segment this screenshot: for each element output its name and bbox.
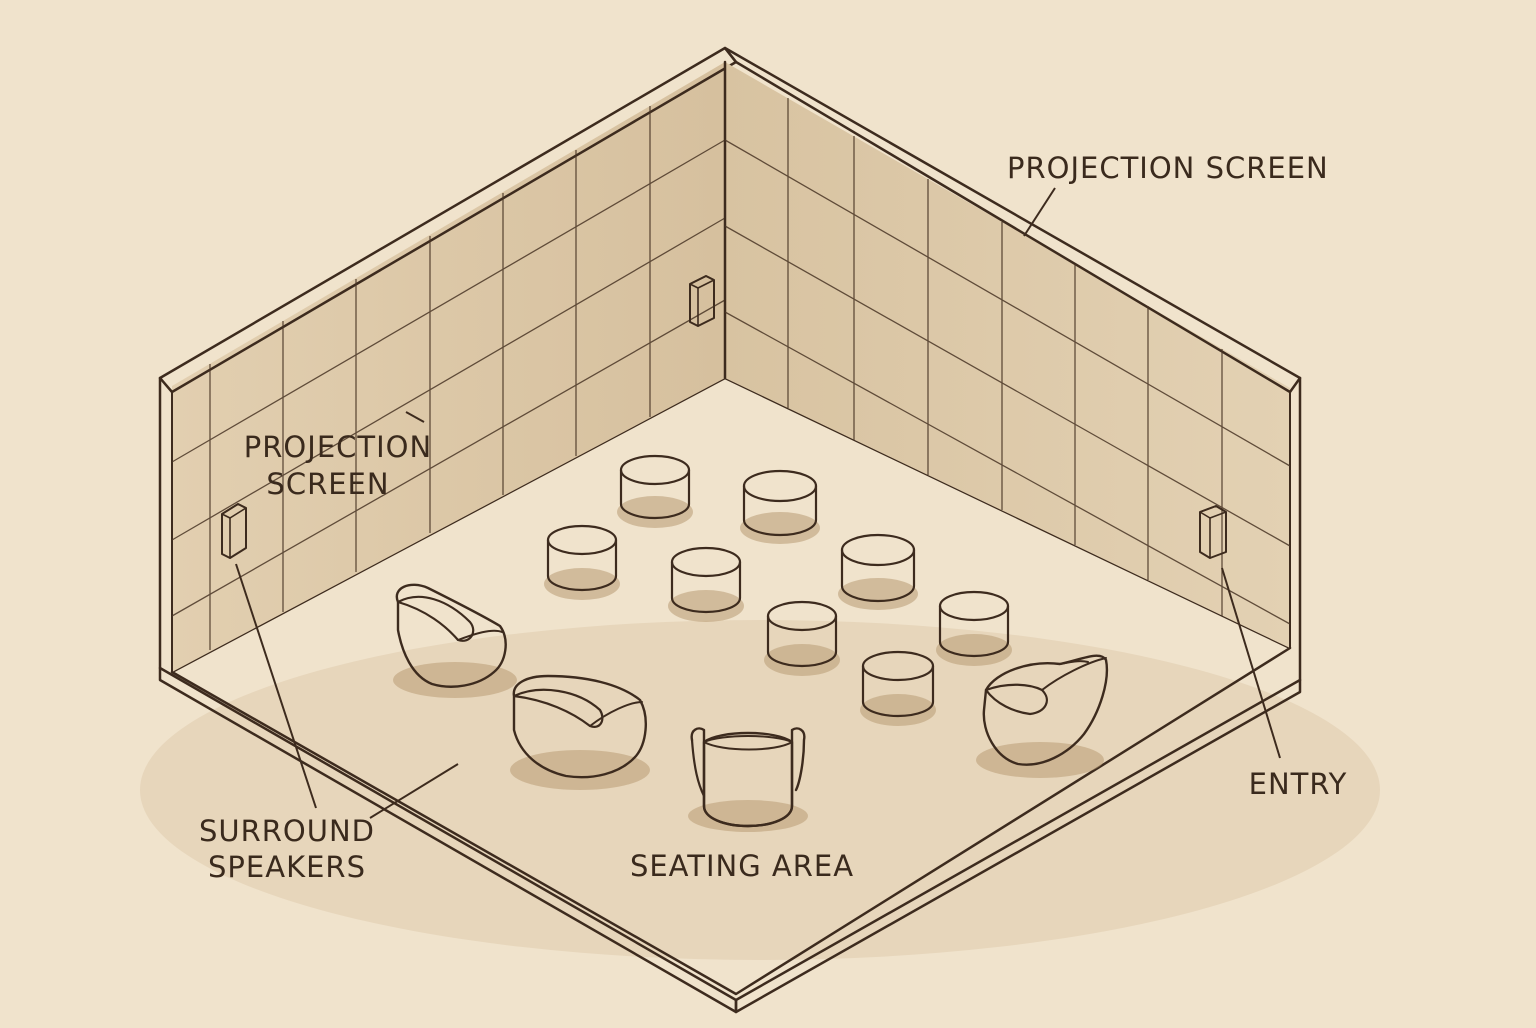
armchair <box>688 727 808 832</box>
ottomans <box>544 454 1012 726</box>
armchair <box>510 674 650 790</box>
ottoman <box>668 546 744 622</box>
leader-lines <box>235 187 1281 819</box>
right-wall-surface <box>725 62 1290 648</box>
ottoman <box>617 454 693 528</box>
label-projection-screen-left-line1: PROJECTION <box>244 430 432 464</box>
ottoman <box>740 469 820 544</box>
label-seating-area: SEATING AREA <box>630 849 854 883</box>
ottoman <box>764 600 840 676</box>
leader-projection-screen-left <box>405 411 425 423</box>
armchair <box>976 654 1108 778</box>
leader-entry <box>1221 567 1281 759</box>
ground-shadow <box>140 620 1380 960</box>
label-surround-speakers-line1: SURROUND <box>199 814 375 848</box>
label-projection-screen-right: PROJECTION SCREEN <box>1007 151 1329 185</box>
ottoman <box>838 533 918 610</box>
ottoman <box>936 590 1012 666</box>
floor-right-edge <box>734 678 1302 1014</box>
leader-projection-screen-right <box>1023 187 1056 237</box>
left-wall-surface <box>172 62 725 672</box>
armchair <box>393 583 517 698</box>
right-wall <box>723 46 1302 682</box>
label-surround-speakers-line2: SPEAKERS <box>208 850 366 884</box>
speaker-back-corner <box>689 275 715 327</box>
ottoman <box>860 650 936 726</box>
label-projection-screen-left-line2: SCREEN <box>266 467 389 501</box>
label-entry: ENTRY <box>1249 767 1348 801</box>
armchairs <box>393 583 1108 832</box>
left-wall-panel-grid <box>171 106 726 650</box>
ottoman <box>544 524 620 600</box>
left-wall <box>158 46 738 673</box>
leader-seating-area <box>369 763 459 819</box>
right-wall-panel-grid <box>724 98 1291 625</box>
leader-surround-speakers <box>235 563 317 809</box>
speaker-right-wall <box>1199 505 1227 559</box>
speaker-left-wall <box>221 503 247 559</box>
